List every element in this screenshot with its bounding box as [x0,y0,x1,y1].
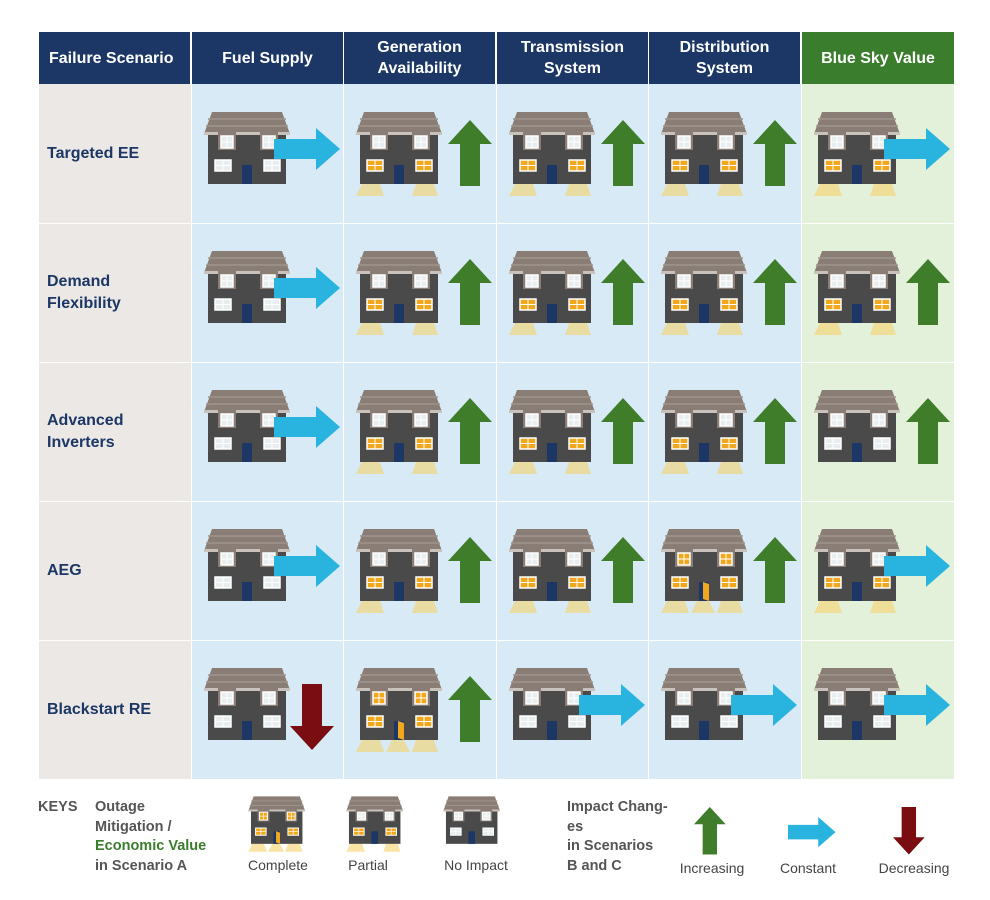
house-partial-icon [345,795,406,858]
key-complete-label: Complete [248,857,308,873]
matrix-cell [649,362,801,500]
matrix-cell [344,501,496,639]
grid-divider [39,640,954,641]
matrix-cell [192,501,344,639]
key-decreasing-label: Decreasing [878,860,950,876]
matrix-cell [192,640,344,778]
row-label-blackstart-re: Blackstart RE [47,700,152,718]
header-label: Failure Scenario [49,49,174,67]
legend-keys: KEYS Outage Mitigation / Economic Value … [0,790,990,900]
grid-divider [343,84,344,779]
key-constant-label: Constant [779,860,837,876]
key-partial-label: Partial [348,857,388,873]
row-label-aeg: AEG [47,561,82,579]
header-blue-sky-value: Blue Sky Value [802,32,954,84]
matrix-cell [344,223,496,361]
grid-divider [801,84,802,779]
grid-divider [39,362,954,363]
arrow-down-icon [893,807,925,860]
arrow-right-icon [788,817,836,852]
grid-divider [191,84,192,779]
matrix-cell [497,84,649,222]
grid-divider [39,223,954,224]
header-failure-scenario: Failure Scenario [39,32,190,84]
matrix-cell [802,640,954,778]
impact-legend-title: Impact Chang- es in Scenarios B and C [567,799,668,874]
matrix-cell [344,84,496,222]
matrix-cell [649,640,801,778]
matrix-cell [192,362,344,500]
matrix-cell [649,501,801,639]
grid-divider [39,501,954,502]
matrix-cell [497,362,649,500]
keys-title: KEYS [38,799,78,815]
row-label-targeted-ee: Targeted EE [47,144,140,162]
header-label: Fuel Supply [222,49,313,67]
matrix-cell [802,223,954,361]
label-column-bg [39,84,191,779]
matrix-cell [192,84,344,222]
arrow-up-icon [694,807,726,860]
mitigation-legend-title: Outage Mitigation / Economic Value in Sc… [95,799,207,874]
matrix-cell [649,223,801,361]
key-increasing-label: Increasing [679,860,745,876]
matrix-cell [497,640,649,778]
matrix-cell [344,362,496,500]
matrix-cell [192,223,344,361]
matrix-cell [497,223,649,361]
matrix-cell [497,501,649,639]
house-complete-icon [247,795,308,858]
header-fuel-supply: Fuel Supply [192,32,343,84]
matrix-cell [802,501,954,639]
matrix-cell [802,84,954,222]
matrix-cell [344,640,496,778]
key-no-impact-label: No Impact [444,857,508,873]
header-label: Blue Sky Value [821,49,935,67]
house-no-impact-icon [442,795,503,858]
grid-divider [648,84,649,779]
matrix-cell [649,84,801,222]
matrix-cell [802,362,954,500]
grid-divider [496,84,497,779]
